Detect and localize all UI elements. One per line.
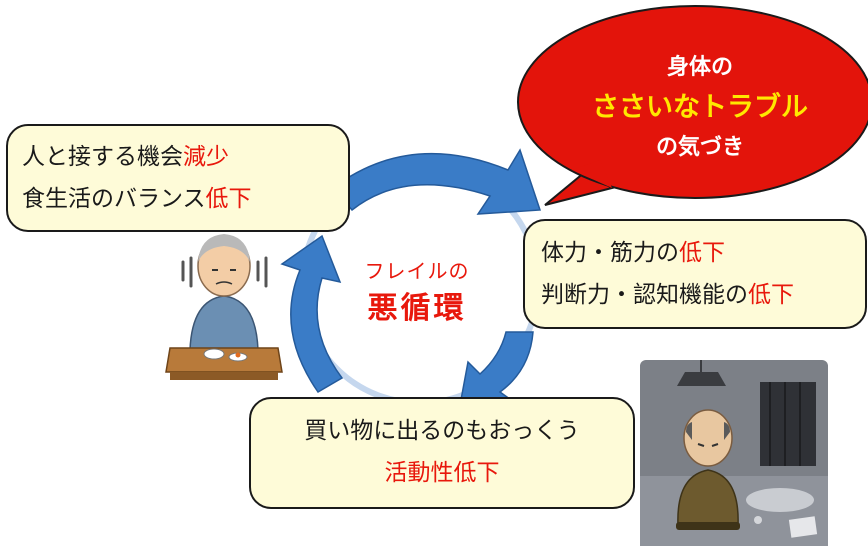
physical-cognitive-box: 体力・筋力の低下 判断力・認知機能の低下 <box>523 219 867 329</box>
worried-elderly-man-illustration <box>165 234 283 380</box>
physical-decline-text: 低下 <box>679 240 725 266</box>
lonely-elderly-man-illustration <box>640 360 828 546</box>
cycle-arrow-left <box>280 234 344 393</box>
diet-decline-text: 低下 <box>205 186 252 212</box>
social-diet-line-1: 人と接する機会減少 <box>22 136 334 178</box>
activity-decline-text: 活動性低下 <box>384 460 500 486</box>
social-diet-line-2: 食生活のバランス低下 <box>22 178 334 220</box>
diet-text: 食生活のバランス <box>22 186 206 212</box>
activity-line-1: 買い物に出るのもおっくう <box>304 418 580 444</box>
physical-line: 体力・筋力の低下 <box>541 232 851 274</box>
cycle-arrow-top <box>331 148 542 215</box>
social-decrease-text: 減少 <box>183 144 229 170</box>
social-text: 人と接する機会 <box>22 144 183 170</box>
bubble-line-1: 身体の <box>666 55 733 80</box>
social-diet-box: 人と接する機会減少 食生活のバランス低下 <box>6 124 350 232</box>
frailty-label-line-1: フレイルの <box>364 259 470 283</box>
activity-box: 買い物に出るのもおっくう 活動性低下 <box>249 397 635 509</box>
cognitive-line: 判断力・認知機能の低下 <box>541 274 851 316</box>
frailty-label-line-2: 悪循環 <box>367 291 467 326</box>
speech-bubble <box>517 5 868 206</box>
bubble-line-2: ささいなトラブル <box>592 92 808 123</box>
bubble-line-3: の気づき <box>655 135 744 160</box>
frailty-cycle-label: フレイルの 悪循環 <box>352 256 482 332</box>
cognitive-decline-text: 低下 <box>748 282 794 308</box>
physical-text: 体力・筋力の <box>541 240 679 266</box>
speech-bubble-text: 身体の ささいなトラブル の気づき <box>550 48 850 168</box>
cognitive-text: 判断力・認知機能の <box>541 282 748 308</box>
cycle-arrows <box>280 148 542 418</box>
